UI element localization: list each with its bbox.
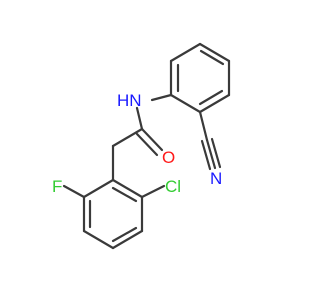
f-label: F [52,177,62,196]
nh-n-label: N [129,91,141,110]
halophenyl-ring [82,178,144,250]
bond-ring-nh [150,93,173,102]
bond-carbonyl-ch2 [111,127,144,148]
bond-nh-carbonyl [135,106,144,131]
bond-cn-3 [210,137,222,169]
bond-carbonyl-o-2 [135,132,159,157]
bond-ring-cl [140,184,166,199]
structure-diagram: HN O N F Cl [52,42,231,250]
o-label: O [162,148,175,167]
nitrile-n-label: N [210,169,222,188]
nh-h-label: H [117,91,129,110]
bond-ring-cn [198,110,209,142]
bond-cn-1 [205,138,217,170]
bond-carbonyl-o-1 [140,127,164,152]
nh-label: HN [117,91,142,110]
bond-ring-f [62,184,86,199]
cl-label: Cl [165,177,181,196]
cyanophenyl-ring [169,42,231,114]
bond-cn-2 [200,139,212,171]
